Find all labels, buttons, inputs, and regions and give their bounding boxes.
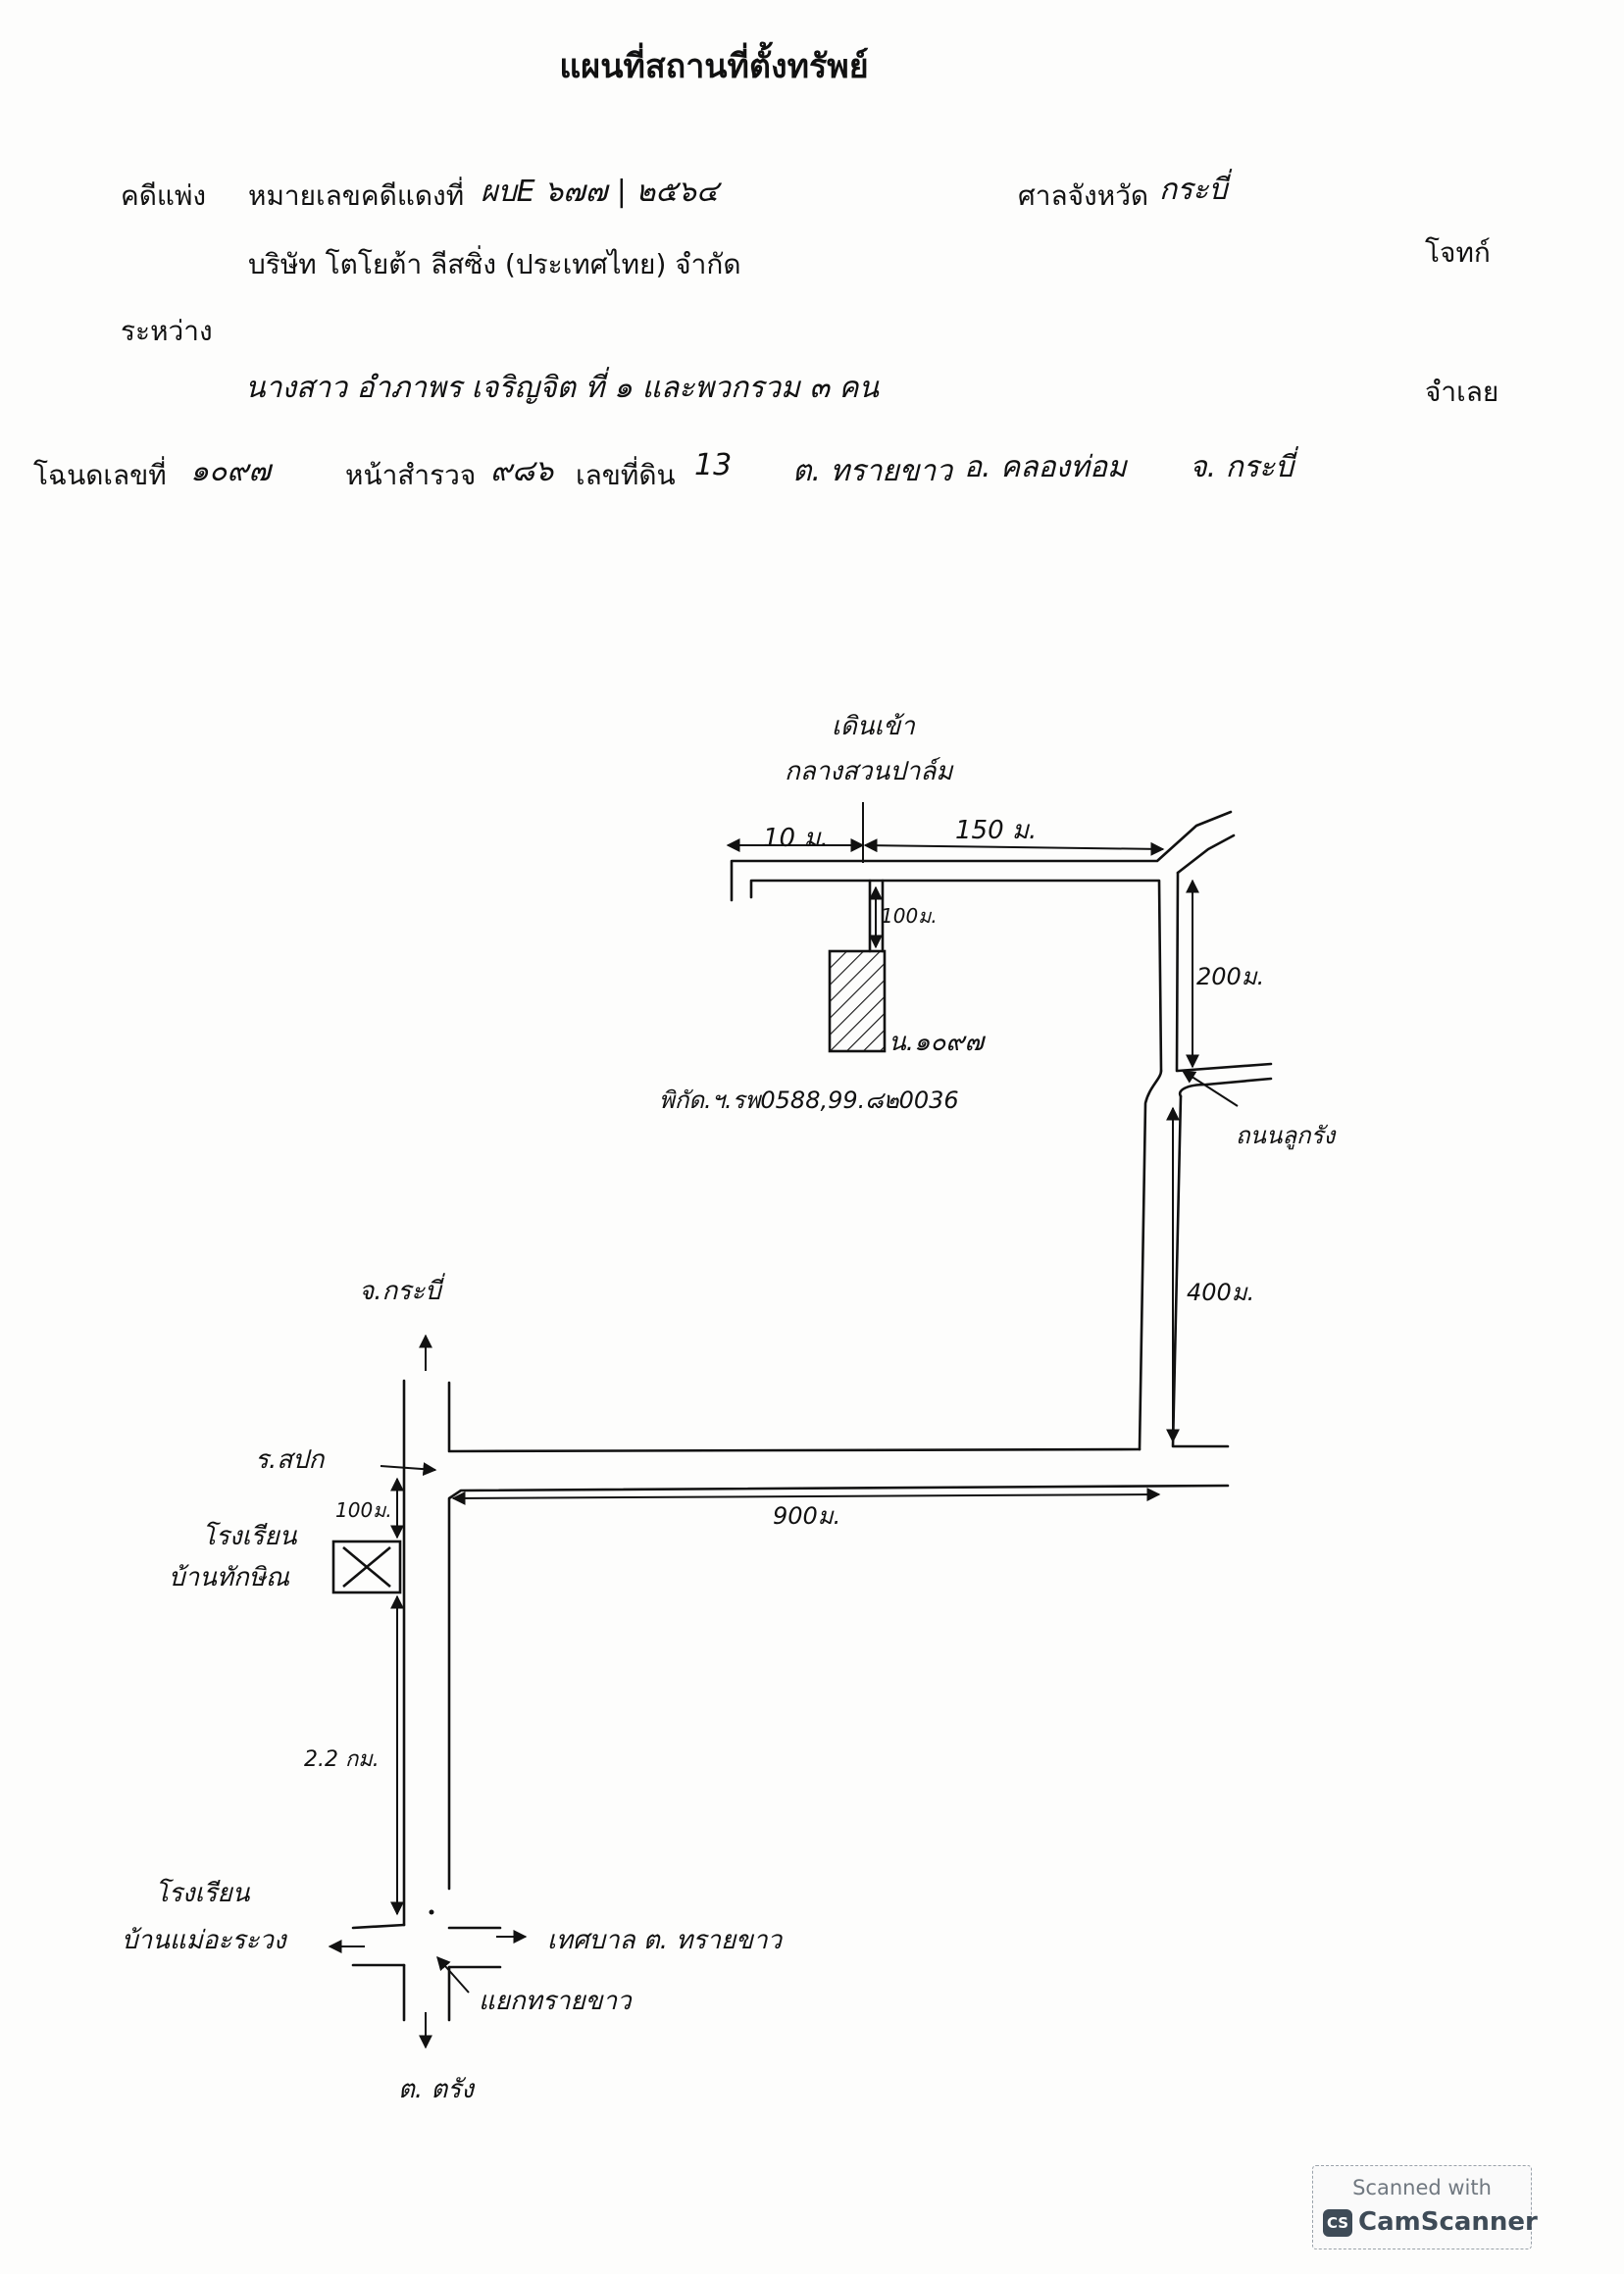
school-2-line1: โรงเรียน: [155, 1879, 250, 1908]
laterite-branch-2: [1178, 1077, 1273, 1098]
right-road-right: [1175, 871, 1180, 1073]
page-title: แผนที่สถานที่ตั้งทรัพย์: [559, 47, 869, 86]
junction-dot: [429, 1909, 434, 1915]
survey-page-number: ๙๘๖: [490, 454, 554, 488]
to-krabi-label: จ.กระบี่: [359, 1277, 441, 1306]
parcel-label: น.๑๐๙๗: [888, 1028, 985, 1057]
label-200m: 200ม.: [1196, 963, 1265, 990]
municipality-label: เทศบาล ต. ทรายขาว: [547, 1926, 783, 1955]
label-400m: 400ม.: [1187, 1279, 1255, 1306]
school-1-line1: โรงเรียน: [202, 1522, 297, 1551]
right-road-outer: [1176, 834, 1236, 875]
deed-label: โฉนดเลขที่: [33, 459, 167, 491]
label-10m: 10 ม.: [763, 824, 829, 853]
case-type-label: คดีแพ่ง: [121, 179, 207, 212]
watermark-brand: CamScanner: [1358, 2207, 1538, 2237]
road-junction-label: ถนนลูกรัง: [1236, 1122, 1336, 1149]
land-no-label: เลขที่ดิน: [576, 459, 676, 491]
right-road-left: [1138, 1069, 1163, 1451]
school-1-line2: บ้านทักษิณ: [169, 1563, 290, 1592]
geo-coordinates: พิกัด.ฯ.รพ0588,99.๘๒0036: [659, 1086, 959, 1114]
school-symbol: [331, 1540, 402, 1594]
right-road-lower: [1171, 1094, 1230, 1448]
top-road-outer: [730, 810, 1233, 902]
north-landmark-line2: กลางสวนปาล์ม: [785, 757, 953, 786]
junction-name-pointer: [436, 1955, 470, 1994]
land-parcel: [828, 949, 887, 1053]
province: จ. กระบี่: [1190, 450, 1294, 484]
red-case-number: ผบE ๖๗๗ | ๒๕๖๔: [481, 175, 719, 209]
top-road-inner: [749, 879, 1163, 1073]
label-100m-mid: 100ม.: [335, 1498, 392, 1522]
land-no: 13: [694, 448, 733, 482]
dim-900m: [451, 1488, 1161, 1505]
between-label: ระหว่าง: [121, 315, 213, 347]
plaintiff-role: โจทก์: [1425, 236, 1491, 269]
school-short-label: ร.สปก: [255, 1445, 325, 1475]
defendant-name: นางสาว อำภาพร เจริญจิต ที่ ๑ และพวกรวม ๓…: [245, 371, 879, 405]
label-100m-top: 100ม.: [881, 904, 938, 928]
label-900m: 900ม.: [773, 1502, 841, 1530]
plaintiff-name: บริษัท โตโยต้า ลีสซิ่ง (ประเทศไทย) จำกัด: [248, 248, 741, 280]
horizontal-road-bottom: [447, 1484, 1230, 1891]
horizontal-road-top: [447, 1381, 1142, 1453]
school-pointer: [380, 1462, 437, 1477]
subdistrict: ต. ทรายขาว: [792, 454, 953, 488]
cross-left-top: [351, 1923, 406, 1930]
to-trang-label: ต. ตรัง: [398, 2075, 474, 2104]
junction-pointer: [1181, 1070, 1239, 1107]
north-landmark-line1: เดินเข้า: [832, 712, 915, 741]
laterite-branch-1: [1176, 1062, 1273, 1073]
court-name: กระบี่: [1159, 173, 1228, 207]
label-150m: 150 ม.: [955, 816, 1038, 845]
district: อ. คลองท่อม: [964, 450, 1127, 484]
school-2-line2: บ้านแม่อะระวง: [122, 1926, 286, 1955]
survey-page-label: หน้าสำรวจ: [345, 459, 477, 491]
red-case-label: หมายเลขคดีแดงที่: [248, 179, 465, 212]
watermark-top-text: Scanned with: [1352, 2176, 1492, 2199]
court-label: ศาลจังหวัด: [1018, 179, 1149, 212]
deed-number: ๑๐๙๗: [190, 454, 271, 488]
junction-name-label: แยกทรายขาว: [479, 1987, 632, 2016]
defendant-role: จำเลย: [1425, 376, 1499, 408]
camscanner-logo-icon: CS: [1323, 2209, 1352, 2237]
label-22km: 2.2 กม.: [304, 1747, 380, 1772]
camscanner-watermark: Scanned with CS CamScanner: [1312, 2165, 1538, 2249]
dim-150m: [863, 838, 1165, 856]
